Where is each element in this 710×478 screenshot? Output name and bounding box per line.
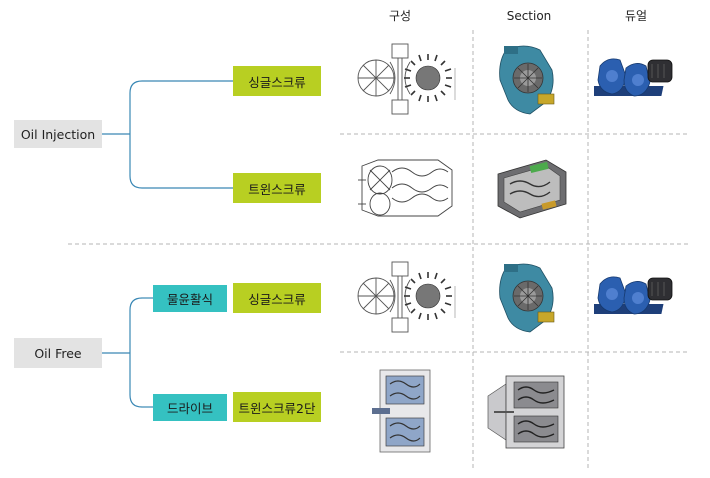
- twin-screw-section-icon: [497, 159, 567, 219]
- dual-compressor-icon: [594, 58, 673, 97]
- two-stage-drawing-icon: [372, 369, 431, 453]
- dual-compressor-icon-oil-free: [594, 276, 673, 315]
- oil-free-tree: [102, 297, 153, 408]
- oil-injection-tree: [102, 80, 233, 189]
- single-screw-drawing-icon: [357, 43, 456, 115]
- two-stage-section-icon: [487, 375, 565, 449]
- oil-free-twin-screw-two-stage-box: 트윈스크류2단: [233, 392, 321, 422]
- single-screw-section-icon: [499, 45, 555, 115]
- dry-box: 드라이브: [153, 394, 227, 421]
- oil-free-single-screw-box: 싱글스크류: [233, 283, 321, 313]
- oil-injection-twin-screw-box: 트윈스크류: [233, 173, 321, 203]
- oil-injection-single-screw-box: 싱글스크류: [233, 66, 321, 96]
- column-header-dual: 듀얼: [624, 9, 648, 23]
- column-header-section: Section: [506, 9, 552, 23]
- twin-screw-drawing-icon: [358, 159, 453, 217]
- column-header-config: 구성: [388, 9, 412, 23]
- grid-dividers: [68, 30, 690, 470]
- single-screw-drawing-icon-oil-free: [357, 261, 456, 333]
- oil-injection-label: Oil Injection: [14, 120, 102, 148]
- single-screw-section-icon-oil-free: [499, 263, 555, 333]
- oil-free-label: Oil Free: [14, 338, 102, 368]
- water-lubricated-box: 물윤활식: [153, 285, 227, 312]
